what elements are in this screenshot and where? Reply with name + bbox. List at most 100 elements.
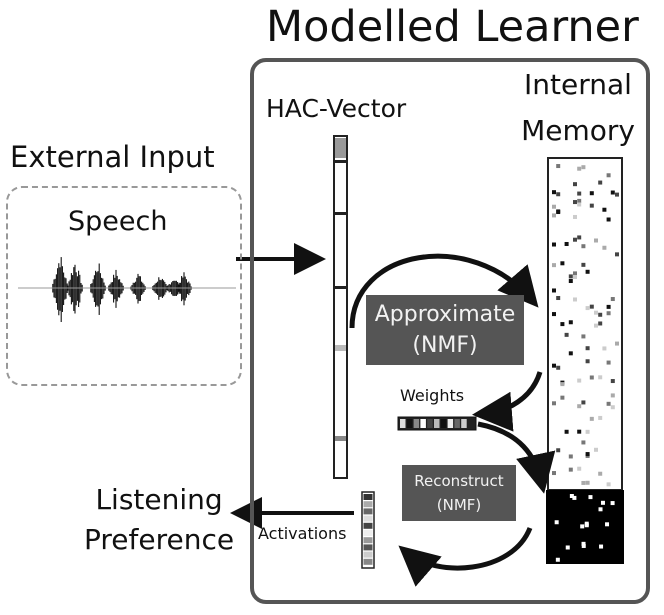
memory-cell [615, 341, 619, 346]
memory-cell [560, 322, 565, 327]
weights-cell [454, 419, 460, 428]
memory-cell [568, 351, 573, 356]
memory-cell [589, 203, 594, 208]
internal-memory-label: Internal Memory [508, 62, 648, 154]
weights-vector-cells [400, 419, 474, 428]
weights-cell [406, 419, 413, 428]
reconstruct-arrow [398, 526, 533, 587]
memory-cell [552, 204, 556, 209]
memory-cell [577, 166, 582, 171]
memory-cell [556, 210, 561, 215]
memory-cell [585, 359, 590, 364]
memory-cell [610, 379, 615, 384]
memory-cell [577, 202, 582, 207]
memory-cell [615, 192, 619, 197]
memory-cell [581, 165, 586, 170]
memory-cell [568, 320, 573, 325]
approximate-arrow [349, 253, 539, 329]
hac-vector-entries [335, 138, 346, 441]
memory-cell [594, 310, 598, 315]
memory-cell [577, 191, 582, 196]
memory-dark-cell [569, 494, 574, 499]
memory-cell [581, 244, 586, 249]
memory-dark-cell [600, 500, 605, 505]
memory-cell [552, 263, 556, 268]
memory-cell [568, 467, 573, 472]
memory-cell [556, 296, 561, 301]
memory-cell [589, 304, 594, 309]
hac-vector-entry [335, 160, 346, 163]
memory-matrix-cells [552, 164, 619, 487]
internal-memory-label-line1: Internal [524, 68, 632, 101]
memory-cell [598, 415, 603, 420]
activation-cell [363, 522, 373, 529]
memory-cell [577, 404, 582, 409]
weights-cell [447, 419, 454, 428]
memory-cell [606, 401, 611, 406]
memory-cell [573, 274, 577, 279]
hac-vector-entry [335, 286, 346, 289]
activation-cell [363, 530, 373, 536]
weights-cell [434, 419, 440, 428]
activation-cell [363, 494, 373, 500]
memory-cell [585, 452, 590, 457]
memory-cell [556, 448, 561, 453]
activation-cell [363, 537, 373, 544]
memory-cell [552, 312, 556, 317]
memory-cell [606, 360, 611, 365]
external-input-title: External Input [10, 140, 215, 174]
memory-cell [556, 164, 561, 169]
weights-in-arrow [472, 371, 543, 432]
memory-dark-block-cells [554, 494, 615, 562]
memory-cell [602, 245, 607, 250]
weights-cell [400, 419, 406, 428]
memory-cell [606, 173, 611, 178]
hac-vector-entry [335, 345, 346, 351]
activation-cell [363, 501, 373, 508]
memory-cell [589, 375, 594, 380]
memory-cell [602, 207, 607, 212]
memory-cell [573, 271, 577, 276]
memory-cell [581, 440, 586, 445]
memory-cell [552, 242, 556, 247]
memory-cell [577, 429, 582, 434]
memory-cell [610, 393, 615, 398]
memory-dark-cell [605, 522, 610, 527]
memory-dark-cell [584, 523, 589, 528]
memory-cell [585, 269, 590, 274]
hac-vector-entry [335, 138, 346, 158]
memory-cell [560, 395, 565, 400]
memory-cell [573, 182, 577, 187]
memory-dark-cell [599, 544, 604, 549]
memory-cell [560, 382, 565, 387]
weights-cell [468, 419, 474, 428]
memory-cell [552, 213, 556, 218]
memory-cell [598, 375, 603, 380]
memory-cell [594, 323, 598, 328]
memory-cell [564, 241, 569, 246]
memory-cell [552, 190, 556, 195]
memory-cell [564, 332, 569, 337]
activation-cell [363, 544, 373, 551]
memory-dark-cell [565, 545, 570, 550]
memory-dark-cell [598, 507, 603, 512]
memory-cell [589, 416, 594, 421]
memory-dark-cell [588, 495, 593, 500]
memory-cell [606, 482, 611, 487]
memory-dark-cell [581, 543, 586, 548]
memory-cell [581, 400, 586, 405]
approximate-label: Approximate [374, 302, 516, 327]
memory-cell [560, 261, 565, 266]
memory-cell [598, 180, 603, 185]
memory-cell [568, 274, 573, 279]
hac-vector-bar [333, 135, 348, 479]
modelled-learner-frame [250, 58, 650, 604]
activations-label: Activations [258, 524, 347, 543]
memory-cell [552, 401, 556, 406]
memory-cell [585, 346, 590, 351]
memory-dark-cell [581, 541, 586, 546]
weights-cell [427, 419, 433, 428]
memory-dark-cell [572, 495, 577, 500]
internal-memory-label-line2: Memory [521, 114, 635, 147]
